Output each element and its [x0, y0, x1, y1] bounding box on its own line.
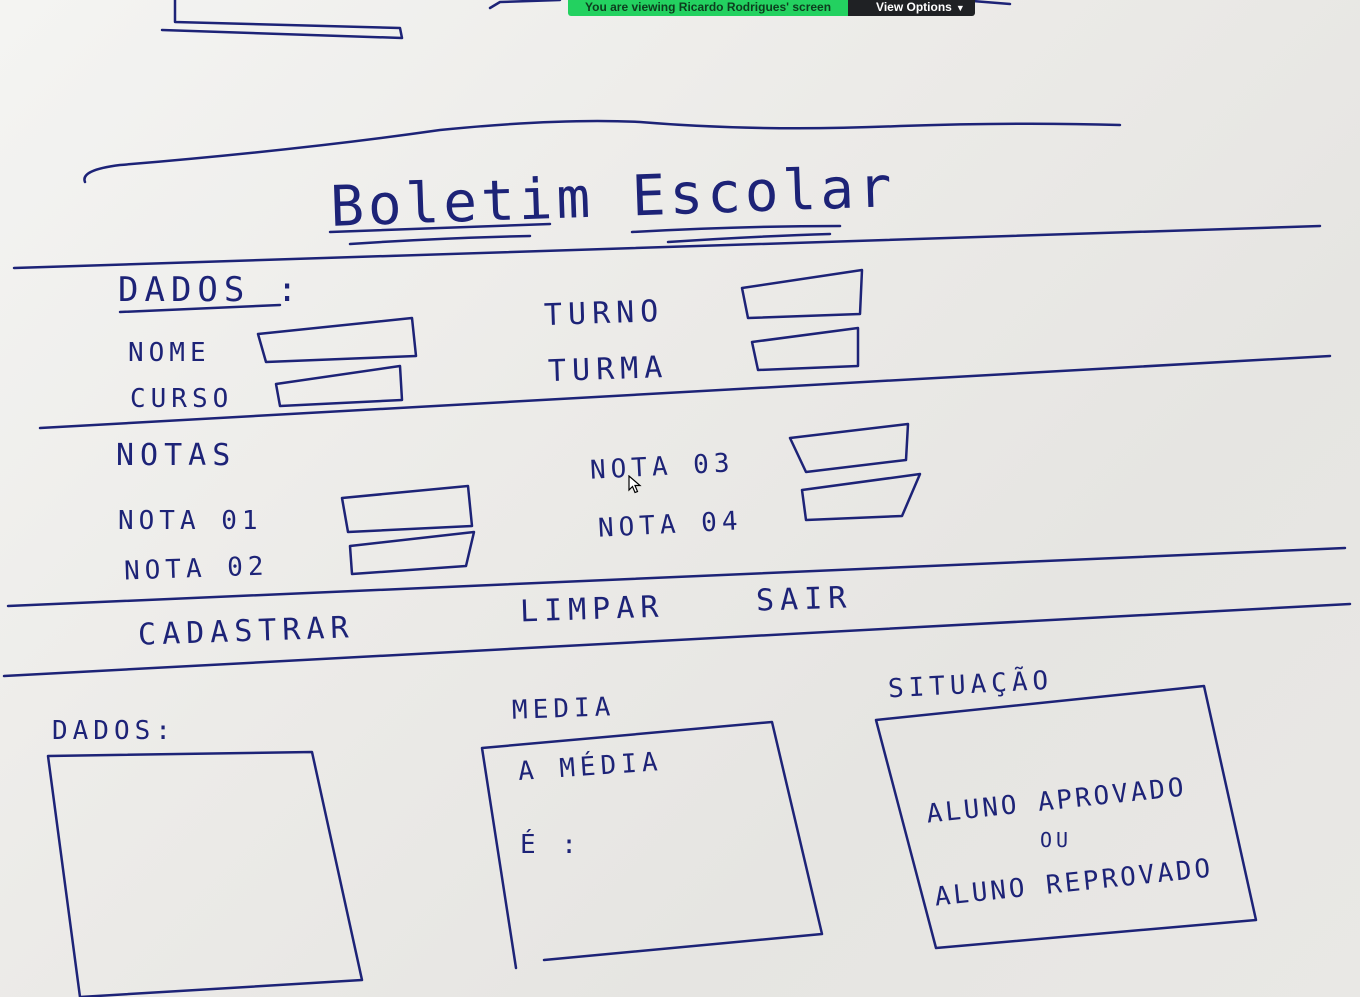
viewing-status-text: You are viewing Ricardo Rodrigues' scree…: [568, 0, 849, 16]
turno-label: TURNO: [543, 293, 665, 334]
screen-share-bar: You are viewing Ricardo Rodrigues' scree…: [568, 0, 975, 16]
separator-3: [6, 546, 1347, 608]
nota01-label: NOTA 01: [118, 506, 263, 536]
top-partial-box-mid: [488, 0, 562, 10]
media-output-box: [480, 720, 824, 970]
limpar-button[interactable]: LIMPAR: [519, 589, 665, 630]
media-label: MEDIA: [511, 692, 616, 726]
sair-button[interactable]: SAIR: [755, 580, 853, 619]
nota03-input-box: [788, 422, 910, 474]
dados-heading: DADOS :: [118, 270, 304, 310]
nome-input-box: [256, 316, 418, 364]
view-options-button[interactable]: View Options▼: [848, 0, 975, 16]
top-partial-box-left: [160, 0, 404, 40]
nota02-label: NOTA 02: [123, 551, 270, 587]
separator-2: [38, 354, 1332, 430]
view-options-label: View Options: [876, 0, 952, 14]
separator-1: [12, 224, 1322, 270]
turma-label: TURMA: [547, 349, 669, 390]
header-curve: [83, 119, 1122, 184]
situacao-output-box: [874, 684, 1258, 950]
mouse-pointer-icon: [628, 475, 642, 494]
curso-input-box: [274, 364, 404, 408]
turno-input-box: [740, 268, 864, 320]
curso-label: CURSO: [130, 384, 234, 414]
output-dados-label: DADOS:: [52, 716, 176, 746]
situacao-or: OU: [1040, 828, 1073, 852]
turma-input-box: [750, 326, 860, 372]
nota01-input-box: [340, 484, 474, 534]
notas-heading: NOTAS: [116, 438, 237, 473]
nota04-input-box: [800, 472, 922, 522]
separator-4: [2, 602, 1352, 678]
dados-output-box: [46, 750, 364, 997]
nota02-input-box: [348, 530, 476, 576]
media-text-line2: É :: [520, 830, 582, 860]
chevron-down-icon: ▼: [955, 3, 965, 13]
nome-label: NOME: [128, 338, 211, 368]
